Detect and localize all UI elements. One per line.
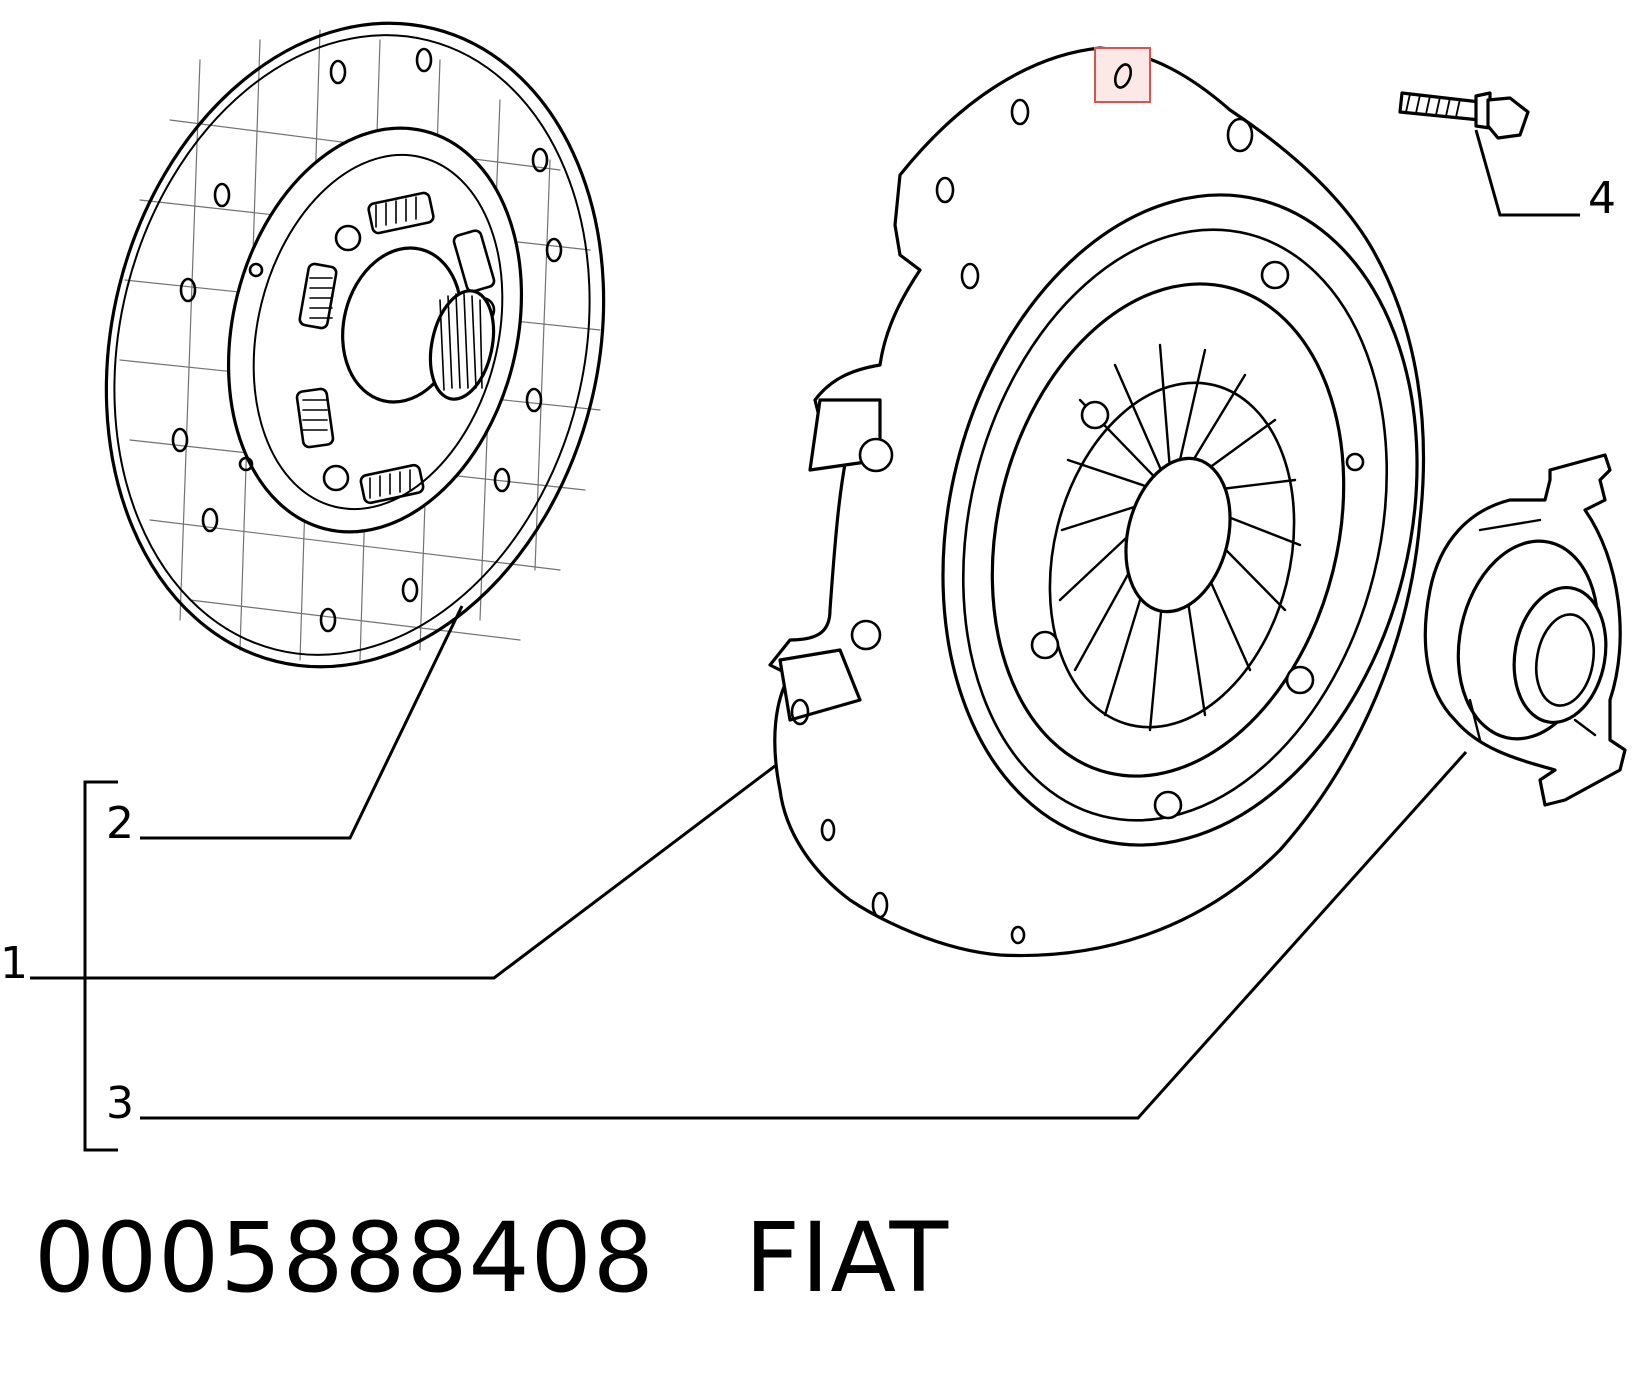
callout-2: 2 [106,798,134,849]
brand-name: FIAT [744,1202,950,1314]
clutch-disc[interactable] [40,0,669,720]
clutch-pressure-plate[interactable] [768,46,1483,958]
release-bearing[interactable] [1423,453,1627,807]
leader-lines [30,129,1580,1152]
callout-3: 3 [106,1078,134,1129]
highlight-box [1094,47,1151,103]
callout-1: 1 [0,938,28,989]
part-number: 0005888408 [34,1202,655,1314]
callout-4: 4 [1588,173,1616,224]
bolt[interactable] [1398,91,1530,140]
